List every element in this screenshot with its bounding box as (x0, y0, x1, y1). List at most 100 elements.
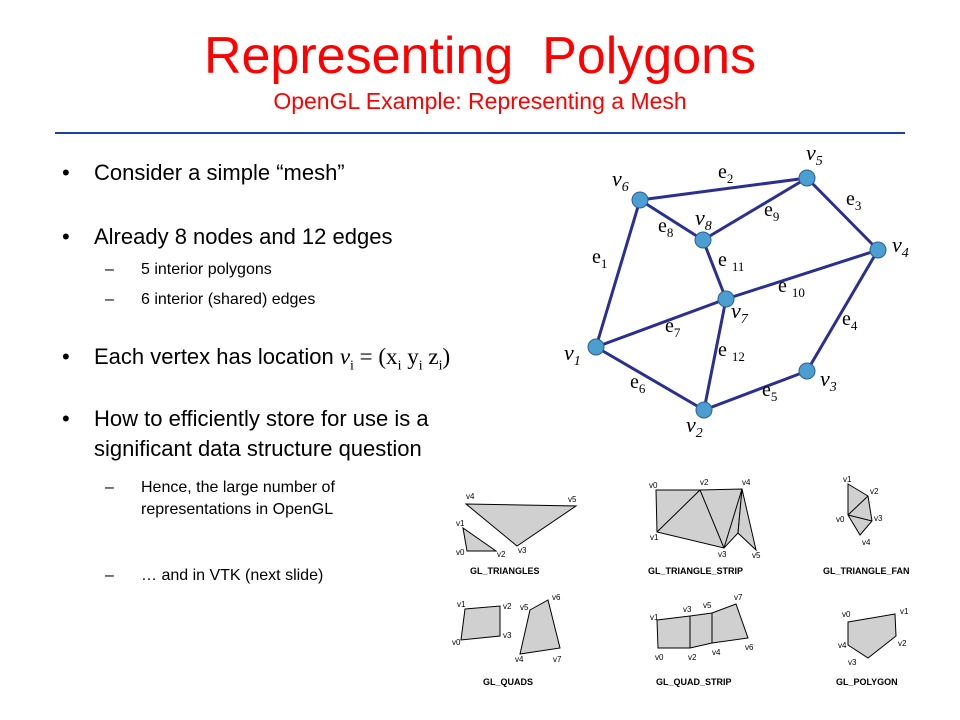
label-gl-polygon: GL_POLYGON (836, 677, 898, 687)
svg-text:v6: v6 (745, 643, 754, 652)
svg-text:v5: v5 (703, 601, 712, 610)
label-gl-triangle-strip: GL_TRIANGLE_STRIP (648, 566, 743, 576)
label-gl-triangle-fan: GL_TRIANGLE_FAN (823, 566, 910, 576)
svg-text:v4: v4 (515, 655, 524, 664)
edge-e6 (595, 345, 705, 412)
label-gl-triangles: GL_TRIANGLES (470, 566, 540, 576)
vertex-v6 (631, 191, 649, 209)
edge-e11 (701, 239, 728, 300)
vertex-label-v6: v6 (612, 166, 629, 195)
sub-bullet-vtk: – … and in VTK (next slide) (105, 565, 323, 587)
sub-bullet-shared-edges: – 6 interior (shared) edges (105, 289, 315, 311)
svg-text:v4: v4 (712, 648, 721, 657)
svg-text:v1: v1 (843, 475, 852, 484)
sub-bullet-text: Hence, the large number of (141, 479, 335, 496)
vertex-label-v3: v3 (820, 366, 837, 395)
vertex-v8 (694, 231, 712, 249)
edge-e12 (702, 298, 728, 411)
svg-text:v0: v0 (836, 515, 845, 524)
svg-text:v7: v7 (553, 655, 562, 664)
svg-text:v4: v4 (838, 641, 847, 650)
edge-label-e9: e9 (764, 199, 779, 224)
primitive-quads (460, 599, 561, 655)
svg-text:v5: v5 (520, 603, 529, 612)
primitive-polygon (847, 613, 897, 659)
svg-text:v1: v1 (900, 607, 909, 616)
sub-bullet-representations: – Hence, the large number of (105, 477, 335, 499)
edge-e3 (805, 176, 880, 252)
edge-e10 (725, 248, 879, 301)
svg-text:v0: v0 (456, 548, 465, 557)
edge-e4 (805, 249, 880, 372)
svg-text:v3: v3 (503, 631, 512, 640)
svg-text:v3: v3 (718, 550, 727, 559)
vertex-formula: vi = (xi yi zi) (339, 344, 451, 374)
edge-e8 (639, 198, 704, 242)
svg-text:v3: v3 (518, 546, 527, 555)
edge-e5 (703, 369, 808, 412)
svg-text:v3: v3 (874, 514, 883, 523)
bullet-text: How to efficiently store for use is a (94, 406, 429, 431)
primitive-triangle-fan (847, 483, 873, 536)
vertex-label-v4: v4 (892, 232, 909, 261)
svg-text:v2: v2 (503, 602, 512, 611)
svg-text:v7: v7 (734, 593, 743, 602)
svg-text:v0: v0 (655, 653, 664, 662)
edge-label-e8: e8 (658, 215, 673, 240)
svg-text:v4: v4 (466, 492, 475, 501)
sub-bullet-dash: – (105, 479, 114, 496)
svg-text:v3: v3 (848, 658, 857, 667)
svg-text:v6: v6 (552, 593, 561, 602)
vertex-v2 (695, 401, 713, 419)
vertex-v1 (587, 338, 605, 356)
svg-text:v1: v1 (457, 600, 466, 609)
vertex-v4 (869, 241, 887, 259)
svg-text:v0: v0 (452, 638, 461, 647)
edge-e9 (702, 176, 808, 242)
edge-label-e6: e6 (630, 371, 646, 396)
edge-label-e7: e7 (665, 315, 681, 340)
label-gl-quads: GL_QUADS (483, 677, 533, 687)
svg-text:v2: v2 (700, 478, 709, 487)
primitive-quad-strip (656, 603, 749, 649)
svg-text:v2: v2 (688, 653, 697, 662)
svg-text:v4: v4 (862, 538, 871, 547)
edge-e7 (595, 297, 727, 349)
bullet-dot: • (62, 406, 70, 431)
svg-text:v1: v1 (456, 519, 465, 528)
bullet-text: Each vertex has location vi = (xi yi zi) (94, 342, 450, 382)
edge-label-e5: e5 (762, 379, 777, 404)
sub-bullet-text: … and in VTK (next slide) (141, 567, 324, 584)
bullet-storage-question: • How to efficiently store for use is a (62, 404, 429, 434)
slide-subtitle: OpenGL Example: Representing a Mesh (273, 88, 687, 114)
edge-e1 (594, 199, 642, 348)
vertex-label-v5: v5 (806, 140, 823, 169)
title-divider (55, 132, 905, 134)
edge-e2 (639, 176, 808, 202)
vertex-labels: v1 v2 v3 v4 v5 v6 v7 v8 (564, 140, 909, 441)
svg-text:v5: v5 (752, 551, 761, 560)
svg-text:v2: v2 (898, 639, 907, 648)
svg-text:v0: v0 (649, 481, 658, 490)
label-gl-quad-strip: GL_QUAD_STRIP (656, 677, 732, 687)
edge-labels: e1 e2 e3 e4 e5 e6 e7 e8 e9 e 10 e 11 e 1… (592, 161, 861, 404)
primitive-triangles (462, 503, 578, 552)
bullet-text: significant data structure question (94, 436, 422, 461)
sub-bullet-dash: – (105, 567, 114, 584)
svg-text:v5: v5 (568, 495, 577, 504)
vertex-v7 (717, 290, 735, 308)
svg-text:v1: v1 (650, 533, 659, 542)
vertex-v5 (798, 169, 816, 187)
svg-text:v2: v2 (870, 487, 879, 496)
sub-bullet-polygons: – 5 interior polygons (105, 259, 272, 281)
sub-bullet-dash: – (105, 291, 114, 308)
edge-label-e11: e 11 (718, 249, 744, 274)
sub-bullet-text: 6 interior (shared) edges (141, 291, 316, 308)
edge-label-e10: e 10 (778, 275, 805, 300)
vertex-label-v8: v8 (695, 205, 712, 234)
bullet-dot: • (62, 160, 70, 185)
svg-text:v3: v3 (683, 605, 692, 614)
bullet-nodes-edges: • Already 8 nodes and 12 edges (62, 222, 392, 252)
vertex-label-v7: v7 (731, 298, 749, 327)
